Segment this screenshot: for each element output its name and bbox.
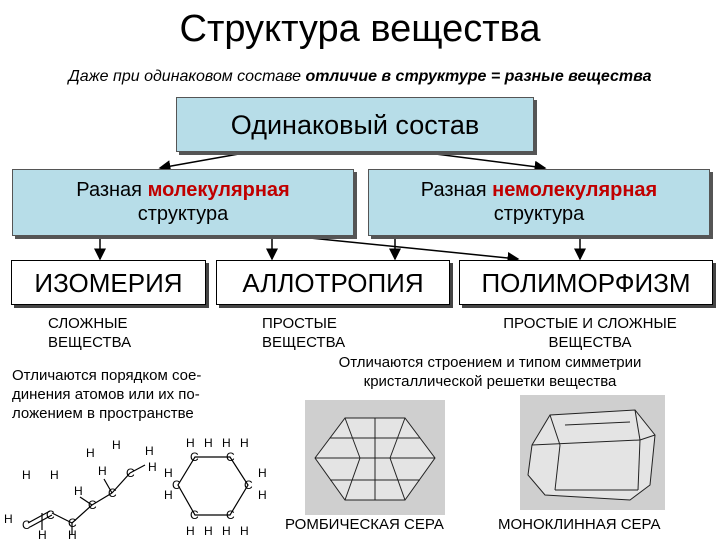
polymorphism-sub-line1: ПРОСТЫЕ И СЛОЖНЫЕ (503, 315, 677, 332)
atom-label: C (88, 498, 97, 512)
subtitle-part1: Даже при одинаковом составе (68, 68, 306, 85)
atom-label: H (112, 438, 121, 452)
atom-label: C (126, 466, 135, 480)
atom-label: H (204, 524, 213, 538)
ring-molecule-bonds (177, 456, 249, 516)
atom-label: C (46, 508, 55, 522)
arrow-left-to-polymorphism (299, 236, 520, 264)
structure-description: Отличаются строением и типом симметрии к… (270, 353, 710, 391)
atom-label: H (186, 524, 195, 538)
atom-label: C (22, 518, 31, 532)
nonmolecular-highlight: немолекулярная (492, 179, 658, 201)
atom-label: H (4, 512, 13, 526)
ring-molecule-atoms: C C C C C C H H H H H H H H H H H H (164, 436, 267, 538)
allotropy-sub-line1: ПРОСТЫЕ (262, 315, 337, 332)
nonmolecular-prefix: Разная (420, 179, 493, 201)
atom-label: C (190, 508, 199, 522)
subtitle-equals: = (486, 68, 505, 85)
atom-label: C (68, 516, 77, 530)
structure-desc-line1: Отличаются строением и типом симметрии (338, 354, 642, 371)
isomer-molecules: C C C C C C H H H H H H H H H H H C C C … (4, 436, 267, 540)
molecular-line2: структура (137, 203, 229, 225)
atom-label: H (240, 524, 249, 538)
isomerism-desc-line1: Отличаются порядком сое- (12, 367, 202, 384)
subtitle-part3: разные вещества (504, 68, 652, 85)
atom-label: H (204, 436, 213, 450)
atom-label: H (74, 484, 83, 498)
subtitle: Даже при одинаковом составе отличие в ст… (0, 68, 720, 86)
atom-label: C (244, 478, 253, 492)
atom-label: H (98, 464, 107, 478)
atom-label: H (148, 460, 157, 474)
isomerism-sub-line1: СЛОЖНЫЕ (48, 315, 128, 332)
atom-label: C (172, 478, 181, 492)
atom-label: C (108, 486, 117, 500)
atom-label: H (68, 528, 77, 540)
polymorphism-box: ПОЛИМОРФИЗМ (459, 260, 713, 305)
atom-label: H (240, 436, 249, 450)
isomerism-box: ИЗОМЕРИЯ (11, 260, 206, 305)
molecular-structure-box: Разная молекулярная структура (12, 169, 354, 236)
atom-label: H (38, 528, 47, 540)
atom-label: H (222, 524, 231, 538)
atom-label: H (145, 444, 154, 458)
isomerism-desc-line2: динения атомов или их по- (12, 386, 200, 403)
page-title: Структура вещества (179, 8, 541, 50)
molecular-prefix: Разная (76, 179, 148, 201)
atom-label: H (164, 466, 173, 480)
atom-label: C (226, 450, 235, 464)
monoclinic-sulfur-label: МОНОКЛИННАЯ СЕРА (498, 516, 661, 533)
arrow-top-to-left (158, 151, 251, 173)
atom-label: C (226, 508, 235, 522)
allotropy-sub-line2: ВЕЩЕСТВА (262, 334, 346, 351)
rhombic-sulfur-crystal (305, 400, 445, 515)
chain-molecule-bonds (27, 464, 146, 535)
polymorphism-sub-line2: ВЕЩЕСТВА (548, 334, 632, 351)
chain-molecule-atoms: C C C C C C H H H H H H H H H H H (4, 438, 157, 540)
atom-label: H (164, 488, 173, 502)
arrow-top-to-right (419, 151, 547, 173)
atom-label: H (186, 436, 195, 450)
allotropy-substances: ПРОСТЫЕ ВЕЩЕСТВА (262, 314, 345, 352)
atom-label: H (86, 446, 95, 460)
nonmolecular-structure-box: Разная немолекулярная структура (368, 169, 710, 236)
atom-label: H (258, 488, 267, 502)
subtitle-part2: отличие в структуре (305, 68, 487, 85)
polymorphism-substances: ПРОСТЫЕ И СЛОЖНЫЕ ВЕЩЕСТВА (470, 314, 710, 352)
isomerism-substances: СЛОЖНЫЕ ВЕЩЕСТВА (48, 314, 131, 352)
atom-label: H (22, 468, 31, 482)
same-composition-box: Одинаковый состав (176, 97, 534, 152)
atom-label: H (50, 468, 59, 482)
allotropy-box: АЛЛОТРОПИЯ (216, 260, 450, 305)
atom-label: C (190, 450, 199, 464)
atom-label: H (258, 466, 267, 480)
isomerism-desc-line3: ложением в пространстве (12, 405, 194, 422)
isomerism-sub-line2: ВЕЩЕСТВА (48, 334, 132, 351)
nonmolecular-line2: структура (493, 203, 585, 225)
monoclinic-sulfur-crystal (520, 395, 665, 510)
atom-label: H (222, 436, 231, 450)
isomerism-description: Отличаются порядком сое- динения атомов … (12, 366, 242, 423)
molecular-highlight: молекулярная (147, 179, 290, 201)
structure-desc-line2: кристаллической решетки вещества (363, 373, 617, 390)
rhombic-sulfur-label: РОМБИЧЕСКАЯ СЕРА (285, 516, 444, 533)
